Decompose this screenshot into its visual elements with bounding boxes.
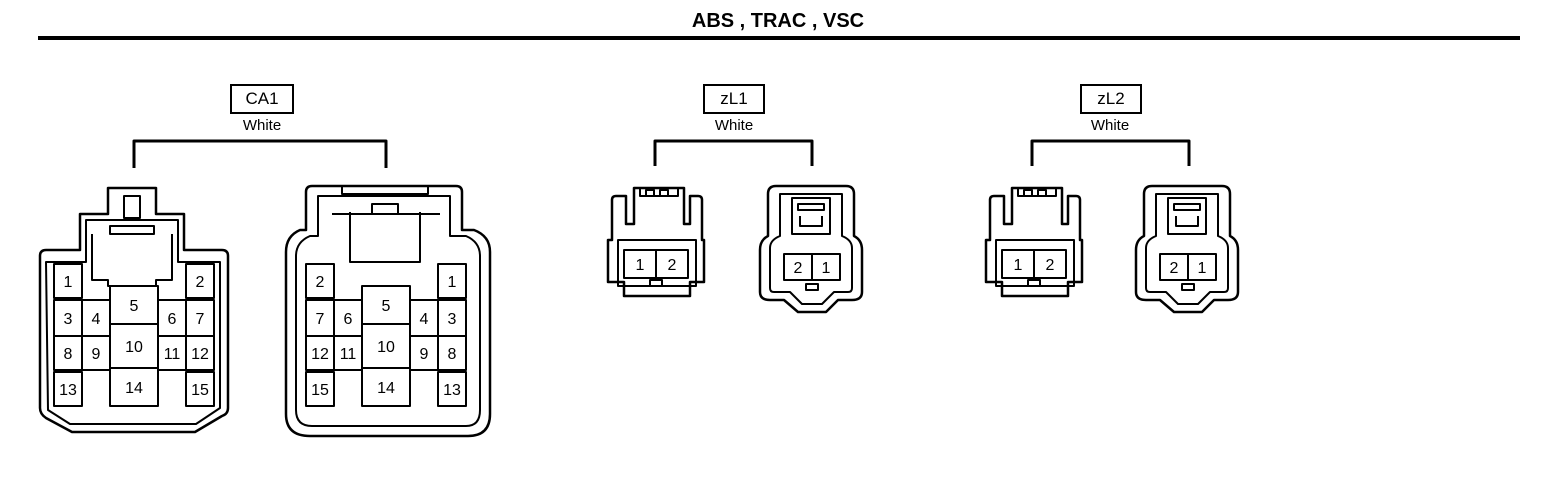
zl2-left-connector bbox=[984, 186, 1084, 298]
connector-code-zl1: zL1 bbox=[703, 84, 765, 114]
svg-text:3: 3 bbox=[448, 311, 457, 328]
svg-text:13: 13 bbox=[443, 382, 461, 399]
ca1-left-pin-7: 7 bbox=[185, 299, 215, 337]
svg-text:14: 14 bbox=[377, 380, 395, 397]
svg-text:9: 9 bbox=[92, 346, 101, 363]
ca1-right-pin-9: 9 bbox=[409, 335, 439, 371]
ca1-left-pin-2: 2 bbox=[185, 263, 215, 299]
svg-text:2: 2 bbox=[668, 257, 677, 274]
ca1-left-pin-10: 10 bbox=[109, 323, 159, 369]
zl2-left-pin-2: 2 bbox=[1033, 249, 1067, 279]
ca1-right-connector bbox=[284, 184, 492, 438]
svg-text:12: 12 bbox=[311, 346, 329, 363]
svg-text:8: 8 bbox=[448, 346, 457, 363]
svg-text:15: 15 bbox=[191, 382, 209, 399]
ca1-right-pin-8: 8 bbox=[437, 335, 467, 371]
svg-text:2: 2 bbox=[1170, 260, 1179, 277]
svg-text:1: 1 bbox=[822, 260, 831, 277]
zl2-right-connector bbox=[1134, 184, 1240, 314]
ca1-left-pin-6: 6 bbox=[157, 299, 187, 337]
zl1-left-pin-2: 2 bbox=[655, 249, 689, 279]
zl1-right-pin-1: 1 bbox=[811, 253, 841, 281]
svg-text:2: 2 bbox=[316, 274, 325, 291]
ca1-right-pin-12: 12 bbox=[305, 335, 335, 371]
svg-text:2: 2 bbox=[794, 260, 803, 277]
ca1-left-pin-9: 9 bbox=[81, 335, 111, 371]
bracket-zl1 bbox=[653, 139, 814, 166]
zl2-right-pin-2: 2 bbox=[1159, 253, 1189, 281]
svg-text:5: 5 bbox=[382, 298, 391, 315]
ca1-left-pin-1: 1 bbox=[53, 263, 83, 299]
svg-text:3: 3 bbox=[64, 311, 73, 328]
ca1-right-pin-2: 2 bbox=[305, 263, 335, 299]
svg-text:14: 14 bbox=[125, 380, 143, 397]
ca1-left-pin-15: 15 bbox=[185, 371, 215, 407]
svg-text:4: 4 bbox=[420, 311, 429, 328]
svg-text:10: 10 bbox=[125, 339, 143, 356]
connector-code-ca1: CA1 bbox=[230, 84, 294, 114]
connector-color-zl1: White bbox=[714, 117, 754, 134]
ca1-right-pin-14: 14 bbox=[361, 367, 411, 407]
svg-text:11: 11 bbox=[340, 346, 357, 363]
ca1-left-pin-13: 13 bbox=[53, 371, 83, 407]
svg-text:2: 2 bbox=[1046, 257, 1055, 274]
svg-text:10: 10 bbox=[377, 339, 395, 356]
svg-text:1: 1 bbox=[448, 274, 457, 291]
ca1-left-pin-14: 14 bbox=[109, 367, 159, 407]
svg-text:2: 2 bbox=[196, 274, 205, 291]
diagram-title: ABS , TRAC , VSC bbox=[691, 10, 865, 32]
ca1-right-pin-7: 7 bbox=[305, 299, 335, 337]
ca1-left-pin-5: 5 bbox=[109, 285, 159, 325]
ca1-right-pin-4: 4 bbox=[409, 299, 439, 337]
connector-color-ca1: White bbox=[242, 117, 282, 134]
svg-text:7: 7 bbox=[196, 311, 205, 328]
svg-text:9: 9 bbox=[420, 346, 429, 363]
svg-text:1: 1 bbox=[1198, 260, 1207, 277]
ca1-right-pin-15: 15 bbox=[305, 371, 335, 407]
title-rule bbox=[38, 36, 1520, 40]
svg-text:15: 15 bbox=[311, 382, 329, 399]
svg-text:5: 5 bbox=[130, 298, 139, 315]
bracket-zl2 bbox=[1030, 139, 1191, 166]
svg-text:1: 1 bbox=[636, 257, 645, 274]
ca1-left-pin-12: 12 bbox=[185, 335, 215, 371]
ca1-right-pin-11: 11 bbox=[333, 335, 363, 371]
ca1-right-pin-10: 10 bbox=[361, 323, 411, 369]
zl1-left-connector bbox=[606, 186, 706, 298]
ca1-right-pin-13: 13 bbox=[437, 371, 467, 407]
svg-text:4: 4 bbox=[92, 311, 101, 328]
svg-text:8: 8 bbox=[64, 346, 73, 363]
bracket-ca1 bbox=[132, 139, 388, 168]
svg-text:1: 1 bbox=[1014, 257, 1023, 274]
svg-text:1: 1 bbox=[64, 274, 73, 291]
ca1-right-pin-6: 6 bbox=[333, 299, 363, 337]
zl1-right-pin-2: 2 bbox=[783, 253, 813, 281]
ca1-left-pin-4: 4 bbox=[81, 299, 111, 337]
svg-text:7: 7 bbox=[316, 311, 325, 328]
zl1-right-connector bbox=[758, 184, 864, 314]
ca1-left-pin-11: 11 bbox=[157, 335, 187, 371]
zl2-right-pin-1: 1 bbox=[1187, 253, 1217, 281]
svg-text:13: 13 bbox=[59, 382, 77, 399]
ca1-left-pin-3: 3 bbox=[53, 299, 83, 337]
svg-text:6: 6 bbox=[168, 311, 177, 328]
svg-text:12: 12 bbox=[191, 346, 209, 363]
ca1-right-pin-5: 5 bbox=[361, 285, 411, 325]
connector-color-zl2: White bbox=[1090, 117, 1130, 134]
ca1-left-pin-8: 8 bbox=[53, 335, 83, 371]
svg-text:11: 11 bbox=[164, 346, 181, 363]
zl1-left-pin-1: 1 bbox=[623, 249, 657, 279]
ca1-right-pin-3: 3 bbox=[437, 299, 467, 337]
ca1-right-pin-1: 1 bbox=[437, 263, 467, 299]
zl2-left-pin-1: 1 bbox=[1001, 249, 1035, 279]
svg-text:6: 6 bbox=[344, 311, 353, 328]
connector-code-zl2: zL2 bbox=[1080, 84, 1142, 114]
